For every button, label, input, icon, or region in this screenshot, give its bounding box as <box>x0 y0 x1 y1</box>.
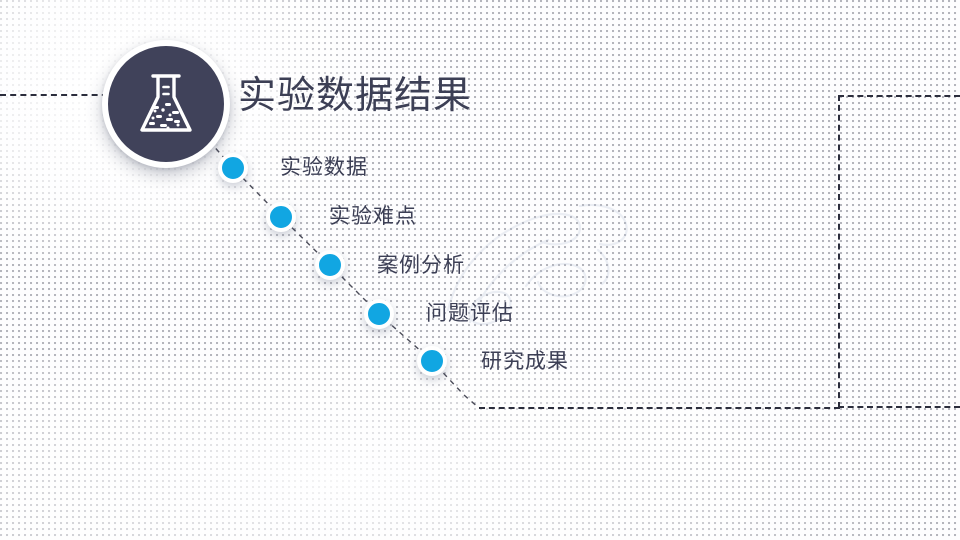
flask-badge <box>102 40 230 168</box>
step-node-1[interactable] <box>218 153 248 183</box>
step-label-2[interactable]: 实验难点 <box>329 205 417 228</box>
step-label-5[interactable]: 研究成果 <box>481 350 569 373</box>
flask-icon <box>140 74 192 132</box>
dashed-frame-bottom-line <box>479 407 840 409</box>
step-node-4[interactable] <box>364 299 394 329</box>
dashed-frame-right <box>838 95 960 408</box>
step-label-3[interactable]: 案例分析 <box>377 254 465 277</box>
page-title: 实验数据结果 <box>238 75 473 117</box>
dashed-frame-left-line <box>0 94 118 96</box>
step-label-4[interactable]: 问题评估 <box>426 302 514 325</box>
step-node-2[interactable] <box>266 202 296 232</box>
step-label-1[interactable]: 实验数据 <box>280 156 368 179</box>
step-node-5[interactable] <box>417 346 447 376</box>
step-node-3[interactable] <box>315 250 345 280</box>
